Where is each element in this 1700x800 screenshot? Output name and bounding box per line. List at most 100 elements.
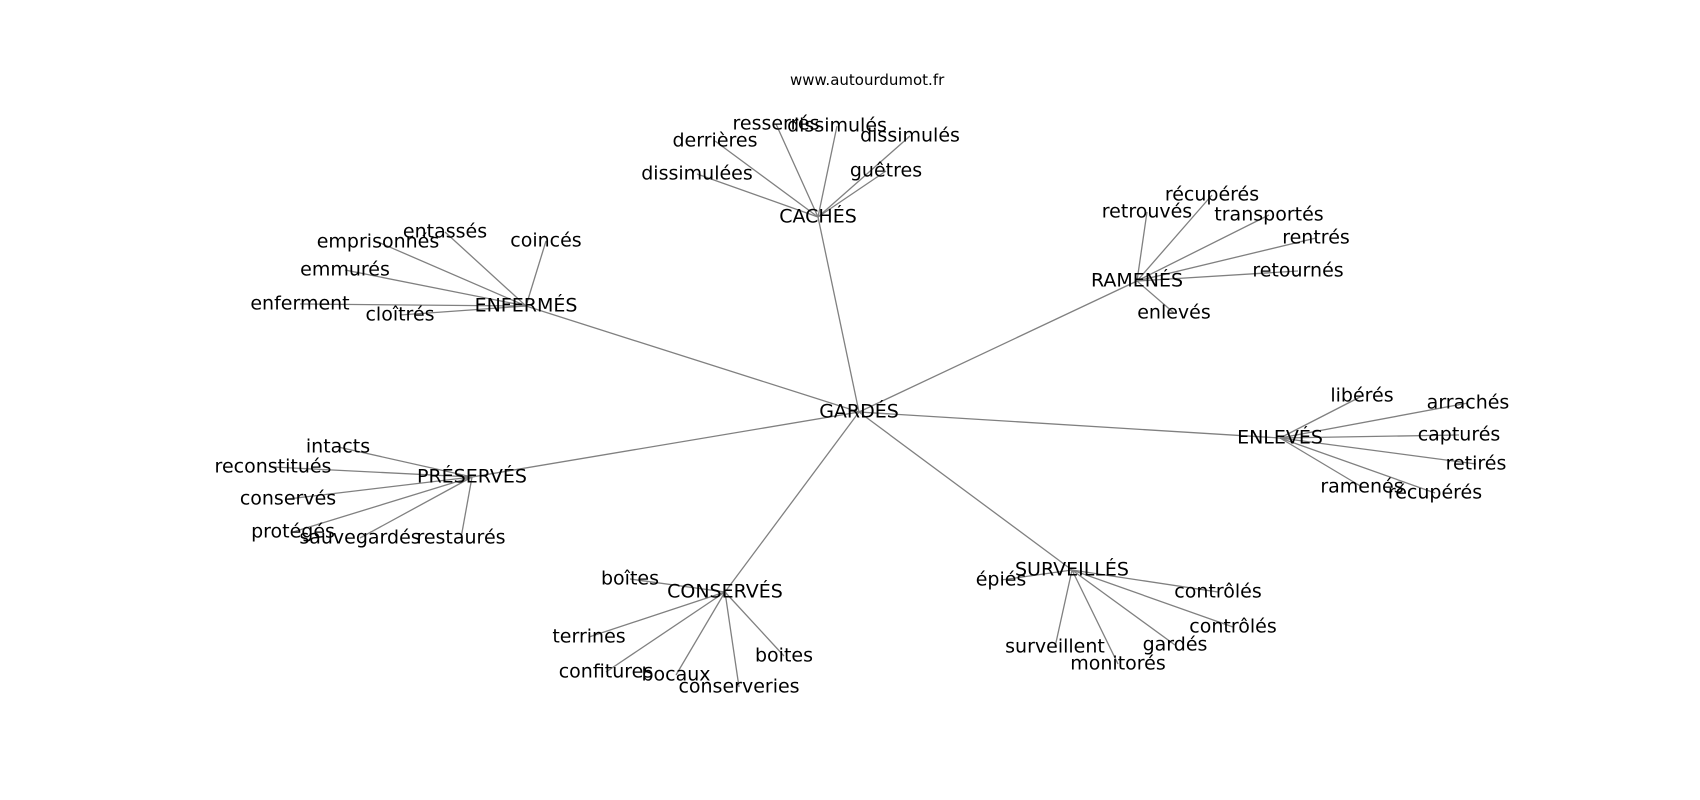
edge-conserves-terrines — [588, 591, 726, 638]
edge-ramenes-recuperes — [1136, 194, 1213, 282]
edge-preserves-intacts — [337, 446, 473, 478]
edge-caches-derrieres — [714, 140, 819, 218]
leaf-word-arraches[interactable]: arrachés — [1427, 392, 1510, 414]
edge-enfermes-emmures — [344, 269, 527, 307]
edge-conserves-conserveries — [724, 591, 740, 688]
edge-center-surveilles — [858, 411, 1073, 571]
edge-enleves-ramenes — [1279, 437, 1363, 488]
edge-surveilles-epies — [1000, 569, 1073, 581]
leaf-word-dissimules[interactable]: dissimulés — [860, 125, 960, 147]
leaf-word-retrouves[interactable]: retrouvés — [1102, 201, 1192, 223]
edge-center-preserves — [471, 411, 860, 478]
edge-surveilles-controles — [1071, 569, 1219, 593]
edge-enfermes-coinces — [525, 240, 547, 307]
leaf-word-emprisonnes[interactable]: emprisonnés — [317, 231, 440, 253]
hub-word-enfermes[interactable]: ENFERMÉS — [475, 294, 578, 317]
leaf-word-reconstitues[interactable]: reconstitués — [215, 456, 332, 478]
leaf-word-epies[interactable]: épiés — [976, 569, 1027, 591]
edge-center-caches — [817, 216, 860, 413]
hub-word-caches[interactable]: CACHÉS — [779, 205, 857, 228]
leaf-word-transportes[interactable]: transportés — [1214, 204, 1323, 226]
leaf-word-boites[interactable]: boites — [755, 645, 813, 667]
hub-word-conserves[interactable]: CONSERVÉS — [667, 580, 783, 603]
edge-caches-dissimules — [817, 135, 911, 218]
leaf-word-derrieres[interactable]: derrières — [673, 130, 758, 152]
leaf-word-retires[interactable]: retirés — [1446, 453, 1507, 475]
hub-word-preserves[interactable]: PRÉSERVÉS — [417, 465, 527, 488]
edge-caches-resserres — [775, 123, 819, 218]
leaf-word-retournes[interactable]: retournés — [1252, 260, 1343, 282]
leaf-word-recuperes[interactable]: récupérés — [1165, 184, 1259, 206]
leaf-word-surveillent[interactable]: surveillent — [1005, 636, 1105, 658]
edge-preserves-reconstitues — [272, 466, 473, 478]
edge-conserves-confitures — [605, 591, 726, 673]
edge-conserves-bocaux — [675, 591, 726, 676]
leaf-word-emmures[interactable]: emmurés — [300, 259, 390, 281]
leaf-word-conserves[interactable]: conservés — [240, 488, 336, 510]
leaf-word-enleves[interactable]: enlevés — [1137, 302, 1211, 324]
leaf-word-rentres[interactable]: rentrés — [1282, 227, 1350, 249]
hub-word-enleves[interactable]: ENLEVÉS — [1237, 426, 1323, 449]
leaf-word-resserres[interactable]: resserrés — [732, 113, 819, 135]
edge-ramenes-transportes — [1136, 214, 1270, 282]
edge-enleves-captures — [1279, 434, 1460, 439]
edge-caches-guetres — [817, 170, 887, 218]
leaf-word-conserveries[interactable]: conserveries — [678, 676, 799, 698]
leaf-word-proteges[interactable]: protégés — [251, 521, 335, 543]
edge-center-enleves — [858, 411, 1281, 439]
edge-ramenes-rentres — [1136, 237, 1317, 282]
leaf-word-coinces[interactable]: coincés — [510, 230, 581, 252]
leaf-word-enferment[interactable]: enferment — [250, 293, 349, 315]
edge-conserves-boites — [629, 578, 726, 593]
leaf-word-controles[interactable]: contrôlés — [1189, 616, 1276, 638]
leaf-word-intacts[interactable]: intacts — [306, 436, 370, 458]
edge-preserves-restaures — [460, 476, 473, 539]
leaf-word-monitores[interactable]: monitorés — [1070, 653, 1166, 675]
leaf-word-terrines[interactable]: terrines — [552, 626, 625, 648]
leaf-word-gardes[interactable]: gardés — [1143, 634, 1208, 656]
leaf-word-guetres[interactable]: guêtres — [850, 160, 922, 182]
hub-word-surveilles[interactable]: SURVEILLÉS — [1015, 558, 1129, 581]
leaf-word-ramenes[interactable]: ramenés — [1320, 476, 1403, 498]
edge-enleves-arraches — [1279, 402, 1469, 439]
labels: CACHÉSresserrésdissimulésdissimulésderri… — [215, 113, 1510, 698]
edge-enleves-retires — [1279, 437, 1477, 465]
edge-caches-dissimulees — [696, 173, 819, 218]
edge-ramenes-retrouves — [1136, 211, 1148, 282]
edge-ramenes-retournes — [1136, 270, 1299, 282]
leaf-word-liberes[interactable]: libérés — [1330, 385, 1393, 407]
center-word-gardes[interactable]: GARDÉS — [819, 400, 899, 423]
leaf-word-dissimules[interactable]: dissimulés — [787, 115, 887, 137]
edge-conserves-boites — [724, 591, 785, 657]
leaf-word-bocaux[interactable]: bocaux — [641, 664, 710, 686]
edge-enfermes-entasses — [444, 231, 527, 307]
edge-surveilles-controles — [1071, 569, 1234, 628]
edge-caches-dissimules — [817, 125, 838, 218]
edge-surveilles-monitores — [1071, 569, 1119, 665]
leaf-word-sauvegardes[interactable]: sauvegardés — [299, 527, 420, 549]
edge-enfermes-cloitres — [399, 305, 527, 316]
leaf-word-captures[interactable]: capturés — [1418, 424, 1501, 446]
edge-surveilles-surveillent — [1054, 569, 1073, 648]
leaf-word-entasses[interactable]: entassés — [403, 221, 487, 243]
leaf-word-recuperes[interactable]: récupérés — [1388, 482, 1482, 504]
edge-preserves-proteges — [292, 476, 473, 533]
edge-center-conserves — [724, 411, 860, 593]
edge-enleves-recuperes — [1279, 437, 1436, 494]
leaf-word-confitures[interactable]: confitures — [559, 661, 654, 683]
edge-enfermes-emprisonnes — [377, 241, 527, 307]
leaf-word-boites[interactable]: boîtes — [601, 568, 659, 590]
edge-preserves-sauvegardes — [359, 476, 473, 539]
hub-word-ramenes[interactable]: RAMENÉS — [1091, 269, 1183, 292]
edge-center-enfermes — [525, 305, 860, 413]
leaf-word-dissimulees[interactable]: dissimulées — [641, 163, 753, 185]
edge-enfermes-enferment — [299, 303, 527, 307]
edge-enleves-liberes — [1279, 395, 1363, 439]
edge-ramenes-enleves — [1136, 280, 1175, 314]
leaf-word-controles[interactable]: contrôlés — [1174, 581, 1261, 603]
edge-surveilles-gardes — [1071, 569, 1176, 646]
leaf-word-cloitres[interactable]: cloîtrés — [365, 304, 434, 326]
leaf-word-restaures[interactable]: restaurés — [416, 527, 505, 549]
edge-center-ramenes — [858, 280, 1138, 413]
